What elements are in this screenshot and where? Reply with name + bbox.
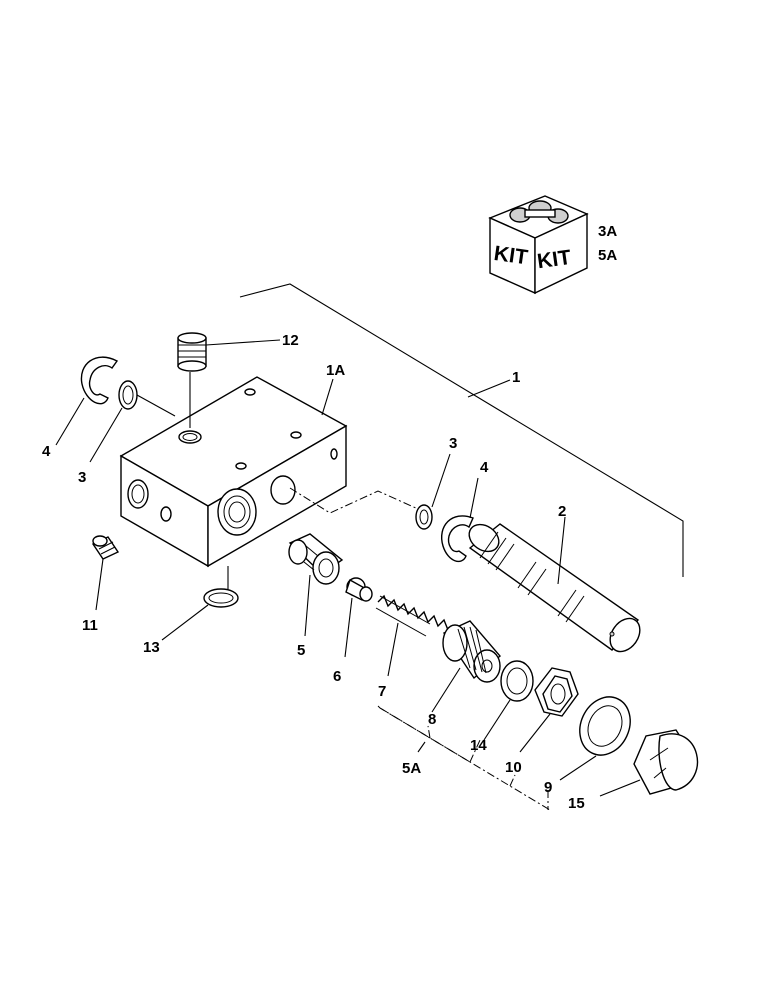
callout-12: 12 [282, 332, 299, 349]
callout-2: 2 [558, 503, 566, 520]
o-ring-right-3 [415, 504, 433, 530]
valve-seat-5 [288, 533, 344, 585]
kit-ref-3a: 3A [598, 223, 617, 240]
callout-3-left: 3 [78, 469, 86, 486]
o-ring-bottom-13 [203, 588, 239, 608]
kit-label-right: KIT [536, 246, 573, 274]
callout-13: 13 [143, 639, 160, 656]
callout-6: 6 [333, 668, 341, 685]
set-screw-11 [91, 535, 120, 560]
valve-body [119, 376, 348, 568]
callout-5a: 5A [402, 760, 421, 777]
callout-4-left: 4 [42, 443, 51, 460]
callout-7: 7 [378, 683, 386, 700]
callout-11: 11 [82, 617, 98, 634]
callout-14: 14 [470, 737, 487, 754]
kit-label-left: KIT [492, 242, 529, 270]
retaining-clip-right-4 [441, 515, 474, 563]
spring-7 [375, 594, 449, 637]
callout-15: 15 [568, 795, 585, 812]
plug-fitting-12 [177, 332, 207, 372]
callout-10: 10 [505, 759, 522, 776]
spool-2 [468, 523, 641, 653]
callout-1a: 1A [326, 362, 345, 379]
callout-1: 1 [512, 369, 520, 386]
callout-4-right: 4 [480, 459, 489, 476]
assembly-bracket-line [239, 283, 684, 577]
retaining-clip-left-4 [80, 356, 119, 405]
hex-nut-10 [534, 667, 579, 717]
kit-box-icon: KIT KIT [488, 195, 589, 295]
cap-nut-15 [633, 729, 699, 795]
callout-8: 8 [428, 711, 436, 728]
callout-5: 5 [297, 642, 305, 659]
callout-9: 9 [544, 779, 552, 796]
adjusting-screw-8 [442, 620, 501, 683]
kit-ref-5a: 5A [598, 247, 617, 264]
o-ring-left-3 [118, 380, 138, 410]
poppet-6 [345, 577, 373, 602]
washer-14 [500, 660, 534, 702]
callout-3-right: 3 [449, 435, 457, 452]
sealing-washer-9 [579, 696, 631, 756]
spool-centerline [289, 487, 419, 514]
